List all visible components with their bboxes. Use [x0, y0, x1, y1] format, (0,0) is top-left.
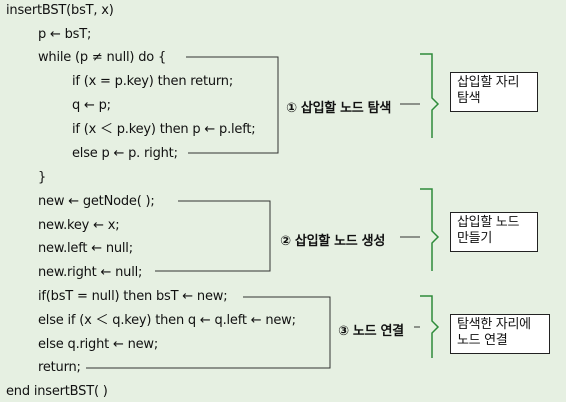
note-box-2: 삽입할 노드 만들기 [450, 212, 538, 252]
code-line: return; [38, 360, 81, 375]
step1-connector [186, 56, 279, 154]
note-line: 탐색 [457, 91, 481, 106]
step2-bracket [420, 188, 440, 271]
code-line: new ← getNode( ); [38, 194, 155, 209]
code-line: new.right ← null; [38, 265, 143, 280]
step3-bracket [420, 295, 440, 358]
step-label-1: ① 삽입할 노드 탐색 [286, 101, 392, 116]
code-line: if(bsT = null) then bsT ← new; [38, 289, 228, 304]
step1-bracket [420, 53, 440, 138]
note-line: 삽입할 자리 [457, 75, 520, 90]
code-line: new.left ← null; [38, 241, 133, 256]
step2-connector [155, 200, 271, 272]
code-line: } [38, 170, 47, 185]
code-line: new.key ← x; [38, 218, 120, 233]
code-line: if (x ＜ p.key) then p ← p.left; [72, 122, 256, 137]
note-box-1: 삽입할 자리 탐색 [450, 72, 538, 112]
code-line: if (x = p.key) then return; [72, 74, 234, 89]
code-line: q ← p; [72, 98, 111, 113]
note-line: 탐색한 자리에 [457, 317, 531, 332]
code-line: end insertBST( ) [6, 384, 108, 399]
code-line: insertBST(bsT, x) [6, 3, 114, 18]
code-line: else p ← p. right; [72, 146, 178, 161]
code-line: p ← bsT; [38, 27, 92, 42]
note-box-3: 탐색한 자리에 노드 연결 [450, 314, 550, 354]
note-line: 만들기 [457, 231, 492, 246]
code-line: while (p ≠ null) do { [38, 50, 167, 65]
note-line: 노드 연결 [457, 333, 508, 348]
note-line: 삽입할 노드 [457, 215, 520, 230]
step3-connector [86, 296, 331, 369]
code-line: else q.right ← new; [38, 337, 159, 352]
code-line: else if (x ＜ q.key) then q ← q.left ← ne… [38, 313, 296, 328]
step-label-2: ② 삽입할 노드 생성 [280, 234, 386, 249]
step-label-3: ③ 노드 연결 [338, 324, 404, 339]
